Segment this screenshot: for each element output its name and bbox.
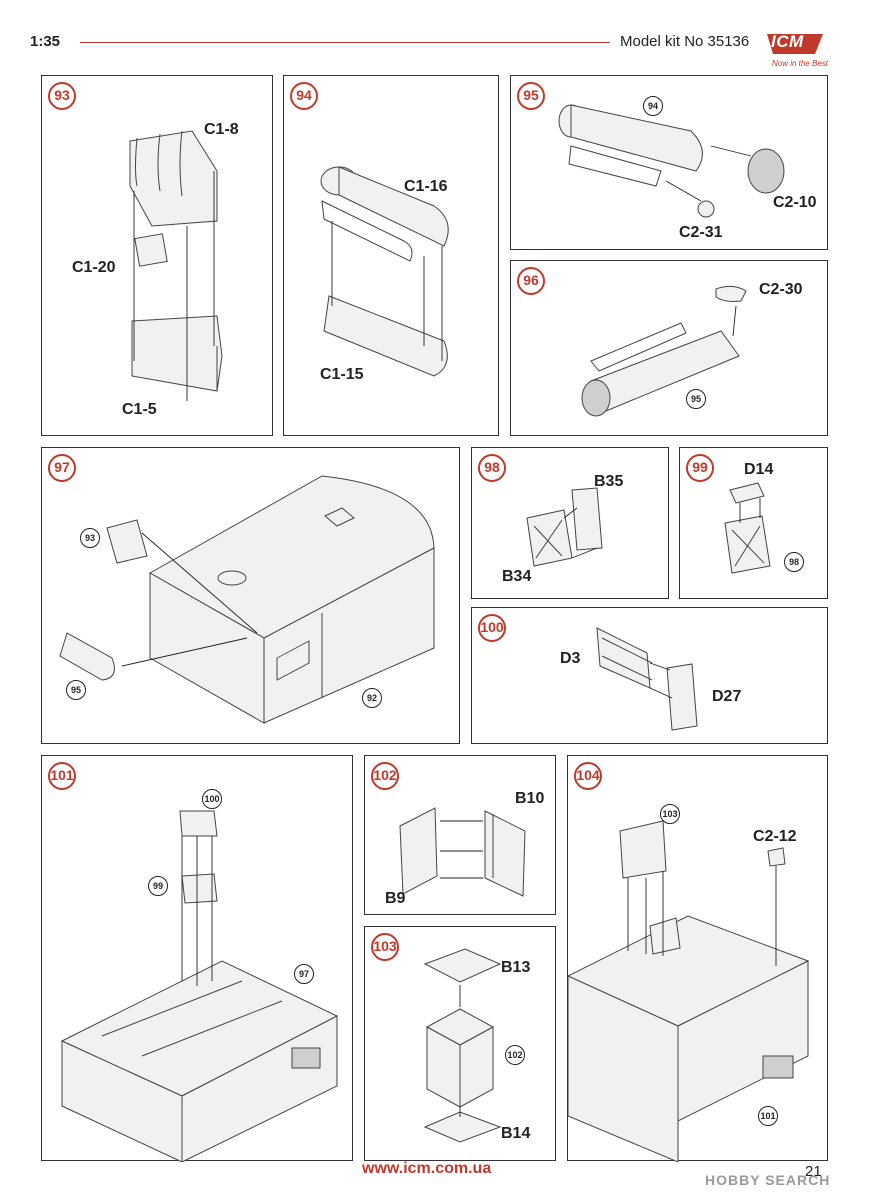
step-93-panel: 93 C1-8 C1-20 C1-5 — [41, 75, 273, 436]
scale-label: 1:35 — [30, 33, 61, 50]
step-number: 94 — [290, 82, 318, 110]
part-c1-20: C1-20 — [72, 259, 116, 276]
step-number: 102 — [371, 762, 399, 790]
step-102-drawing — [399, 807, 526, 897]
ref-101: 101 — [758, 1106, 778, 1126]
brand-name: ICM — [771, 32, 804, 51]
part-c1-15: C1-15 — [320, 366, 364, 383]
ref-95: 95 — [686, 389, 706, 409]
step-99-drawing — [724, 482, 771, 574]
part-c2-12: C2-12 — [753, 828, 797, 845]
step-94-panel: 94 C1-16 C1-15 — [283, 75, 499, 436]
part-c1-16: C1-16 — [404, 178, 448, 195]
kit-number: Model kit No 35136 — [620, 33, 750, 50]
step-number: 104 — [574, 762, 602, 790]
step-104-panel: 104 103 C2-12 101 — [567, 755, 828, 1162]
ref-92: 92 — [362, 688, 382, 708]
step-number: 99 — [686, 454, 714, 482]
ref-97: 97 — [294, 964, 314, 984]
step-97-panel: 97 93 95 92 — [41, 447, 460, 744]
step-98-panel: 98 B35 B34 — [471, 447, 669, 599]
step-104-drawing — [568, 820, 810, 1162]
step-103-drawing — [423, 948, 502, 1143]
ref-99: 99 — [148, 876, 168, 896]
ref-94: 94 — [643, 96, 663, 116]
header-rule — [80, 42, 610, 43]
part-d3: D3 — [560, 650, 581, 667]
step-99-panel: 99 D14 98 — [679, 447, 828, 599]
part-d27: D27 — [712, 688, 742, 705]
part-b14: B14 — [501, 1125, 531, 1142]
step-95-drawing — [558, 104, 785, 218]
step-101-panel: 101 100 99 97 — [41, 755, 353, 1162]
ref-93: 93 — [80, 528, 100, 548]
brand-tagline: Now in the Best — [772, 59, 829, 68]
step-number: 95 — [517, 82, 545, 110]
step-102-panel: 102 B10 B9 — [364, 755, 556, 915]
ref-100: 100 — [202, 789, 222, 809]
part-b10: B10 — [515, 790, 545, 807]
ref-102: 102 — [505, 1045, 525, 1065]
step-100-drawing — [596, 627, 698, 731]
ref-103: 103 — [660, 804, 680, 824]
part-c2-30: C2-30 — [759, 281, 803, 298]
step-number: 96 — [517, 267, 545, 295]
part-b35: B35 — [594, 473, 624, 490]
ref-98: 98 — [784, 552, 804, 572]
icm-logo — [767, 34, 823, 54]
step-100-panel: 100 D3 D27 — [471, 607, 828, 744]
part-b9: B9 — [385, 890, 406, 907]
step-96-panel: 96 C2-30 95 — [510, 260, 828, 436]
part-c1-5: C1-5 — [122, 401, 157, 418]
step-number: 93 — [48, 82, 76, 110]
part-c2-10: C2-10 — [773, 194, 817, 211]
step-103-panel: 103 B13 102 B14 — [364, 926, 556, 1161]
part-b34: B34 — [502, 568, 532, 585]
step-number: 101 — [48, 762, 76, 790]
part-d14: D14 — [744, 461, 774, 478]
step-number: 97 — [48, 454, 76, 482]
step-101-drawing — [60, 810, 339, 1162]
page-number: 21 — [805, 1163, 822, 1180]
step-98-drawing — [526, 487, 603, 567]
step-96-drawing — [581, 285, 747, 417]
ref-95: 95 — [66, 680, 86, 700]
step-number: 100 — [478, 614, 506, 642]
step-95-panel: 95 94 C2-10 C2-31 — [510, 75, 828, 250]
step-number: 98 — [478, 454, 506, 482]
website-link[interactable]: www.icm.com.ua — [362, 1160, 492, 1177]
step-97-drawing — [59, 475, 435, 724]
part-c1-8: C1-8 — [204, 121, 239, 138]
step-94-drawing — [320, 166, 449, 377]
watermark: HOBBY SEARCH — [705, 1172, 831, 1188]
part-c2-31: C2-31 — [679, 224, 723, 241]
step-93-drawing — [129, 130, 223, 401]
step-number: 103 — [371, 933, 399, 961]
part-b13: B13 — [501, 959, 531, 976]
